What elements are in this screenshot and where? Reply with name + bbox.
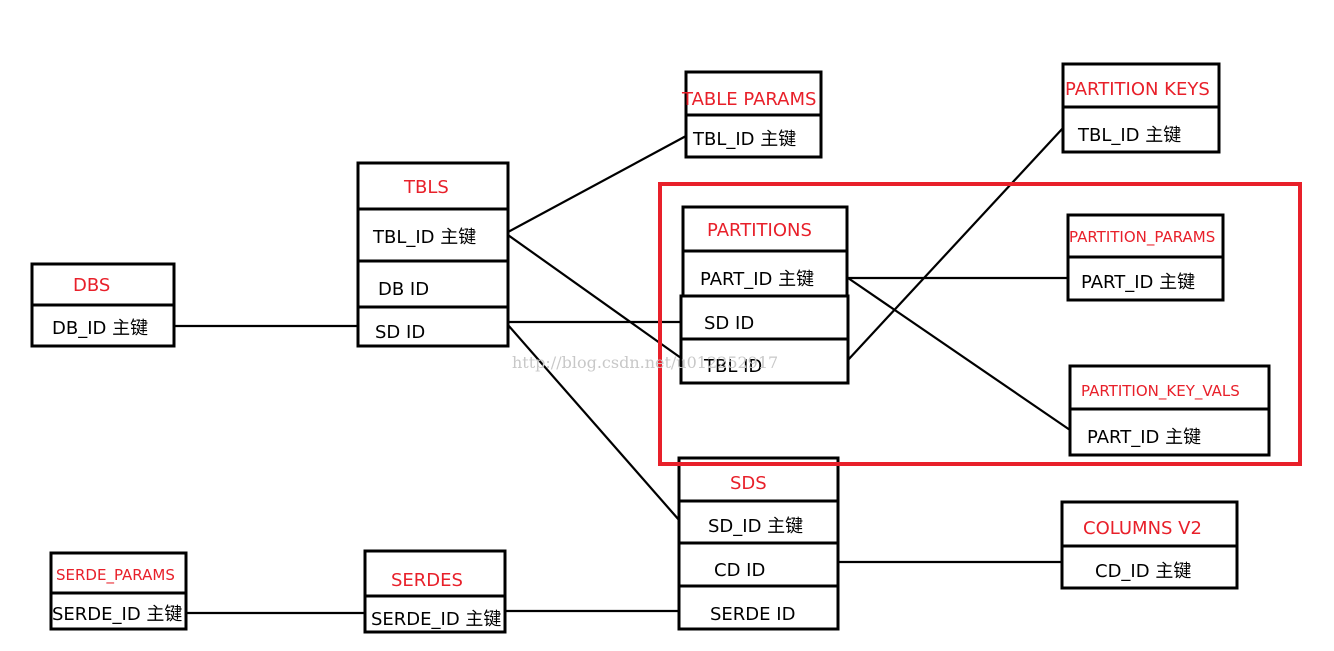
table-tbls-field: DB ID <box>378 279 429 300</box>
table-serdes-row <box>363 594 507 634</box>
connector-tbls-partitions <box>507 234 682 359</box>
connector-partitions-partition-key-vals <box>847 277 1071 431</box>
highlight-frame <box>658 182 1302 466</box>
table-table-params-field: TBL_ID 主键 <box>692 129 796 150</box>
table-partitions-field: SD ID <box>704 313 754 334</box>
table-partitions-header <box>681 205 849 253</box>
table-partitions-row <box>679 337 850 385</box>
table-partitions-field: TBL ID <box>703 356 762 377</box>
table-sds: SDS SD_ID 主键 CD ID SERDE ID <box>677 456 840 631</box>
table-serde-params-title: SERDE_PARAMS <box>56 566 175 585</box>
table-partition-keys-field: TBL_ID 主键 <box>1077 125 1181 146</box>
table-partitions-row <box>681 249 849 298</box>
connectors <box>174 127 1071 615</box>
table-columns-v2-row <box>1060 544 1239 590</box>
table-partition-keys-header <box>1061 62 1221 109</box>
table-partition-params-header <box>1066 213 1225 259</box>
table-table-params-title: TABLE PARAMS <box>681 89 816 110</box>
table-dbs-title: DBS <box>73 275 110 296</box>
table-partition-params: PARTITION_PARAMS PART_ID 主键 <box>1066 213 1225 302</box>
table-tbls-row <box>356 207 510 263</box>
table-sds-row <box>677 584 840 631</box>
connector-partitions-partition-keys <box>847 127 1064 361</box>
table-dbs-field: DB_ID 主键 <box>52 318 148 339</box>
watermark-text: http://blog.csdn.net/u012252917 <box>512 353 778 372</box>
table-partitions-row <box>679 294 850 341</box>
table-dbs-header <box>30 262 176 307</box>
table-table-params: TABLE PARAMS TBL_ID 主键 <box>681 70 823 159</box>
table-partition-keys: PARTITION KEYS TBL_ID 主键 <box>1061 62 1221 154</box>
table-partitions-field: PART_ID 主键 <box>700 269 814 290</box>
table-partition-key-vals-title: PARTITION_KEY_VALS <box>1081 382 1240 401</box>
table-serde-params-row <box>49 591 188 631</box>
table-partition-key-vals-header <box>1068 364 1271 411</box>
table-table-params-header <box>684 70 823 117</box>
table-serde-params: SERDE_PARAMS SERDE_ID 主键 <box>49 551 188 631</box>
table-sds-field: SERDE ID <box>710 604 795 625</box>
table-dbs-row <box>30 303 176 348</box>
table-partition-params-row <box>1066 255 1225 302</box>
table-serdes: SERDES SERDE_ID 主键 <box>363 549 507 634</box>
table-columns-v2-field: CD_ID 主键 <box>1095 561 1191 582</box>
table-dbs: DBS DB_ID 主键 <box>30 262 176 348</box>
table-tbls: TBLS TBL_ID 主键 DB ID SD ID <box>356 161 510 348</box>
table-serdes-header <box>363 549 507 598</box>
connector-tbls-table-params <box>507 135 687 233</box>
table-sds-field: SD_ID 主键 <box>708 516 803 537</box>
table-partition-params-title: PARTITION_PARAMS <box>1069 228 1215 247</box>
table-partition-key-vals-row <box>1068 407 1271 457</box>
table-serde-params-field: SERDE_ID 主键 <box>52 604 182 625</box>
table-columns-v2-title: COLUMNS V2 <box>1083 518 1202 539</box>
table-tbls-title: TBLS <box>403 177 449 198</box>
table-tbls-field: SD ID <box>375 322 425 343</box>
table-partitions-title: PARTITIONS <box>707 220 812 241</box>
table-sds-field: CD ID <box>714 560 765 581</box>
connector-tbls-sds <box>507 324 680 521</box>
table-partitions: PARTITIONS PART_ID 主键 SD ID TBL ID <box>679 205 850 385</box>
table-tbls-header <box>356 161 510 211</box>
table-columns-v2: COLUMNS V2 CD_ID 主键 <box>1060 500 1239 590</box>
table-partition-keys-row <box>1061 105 1221 154</box>
table-tbls-row <box>356 305 510 348</box>
table-partition-params-field: PART_ID 主键 <box>1081 272 1195 293</box>
table-tbls-field: TBL_ID 主键 <box>372 227 476 248</box>
table-partition-key-vals: PARTITION_KEY_VALS PART_ID 主键 <box>1068 364 1271 457</box>
table-serdes-field: SERDE_ID 主键 <box>371 609 501 630</box>
table-partition-keys-title: PARTITION KEYS <box>1065 79 1210 100</box>
table-table-params-row <box>684 113 823 159</box>
table-sds-title: SDS <box>730 473 767 494</box>
table-partition-key-vals-field: PART_ID 主键 <box>1087 427 1201 448</box>
table-serdes-title: SERDES <box>391 570 463 591</box>
table-tbls-row <box>356 259 510 309</box>
